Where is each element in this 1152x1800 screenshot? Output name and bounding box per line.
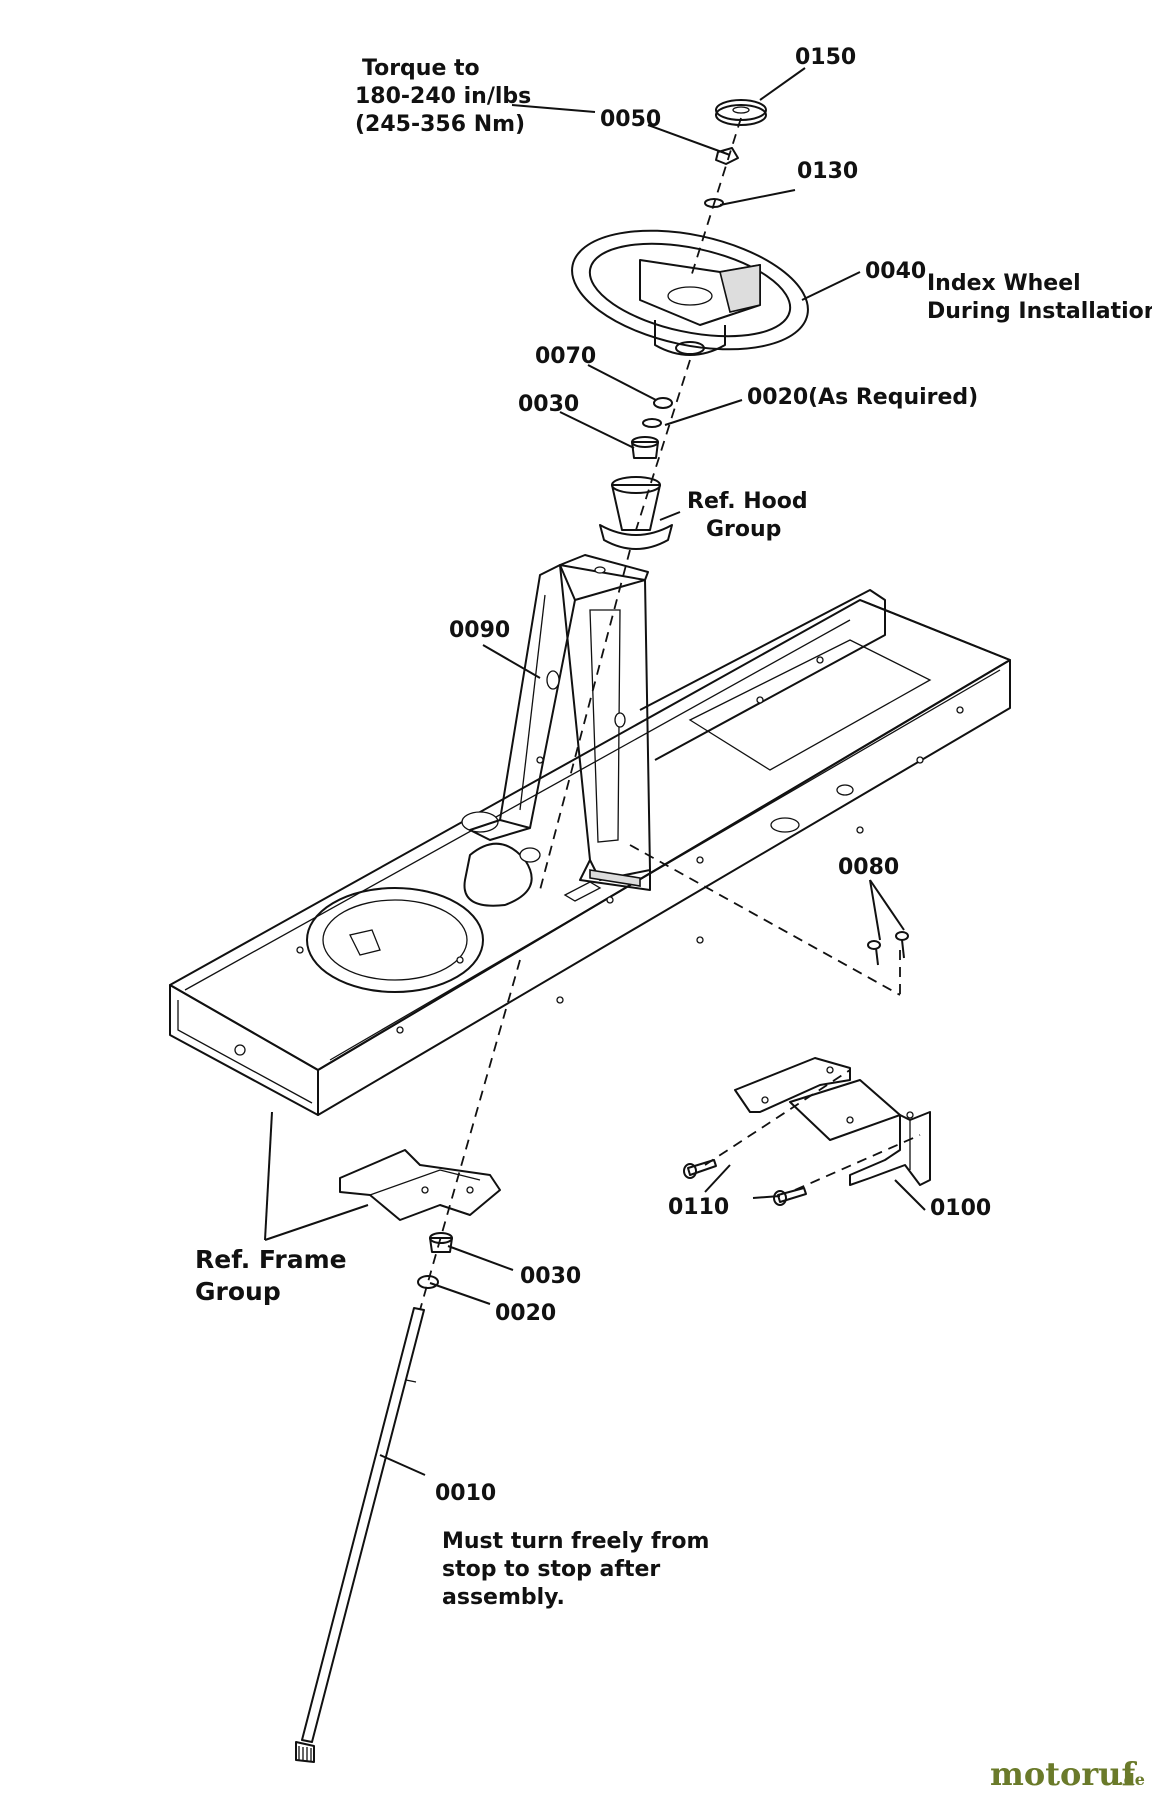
note-torque-line2: 180-240 in/lbs bbox=[355, 84, 531, 109]
label-0090: 0090 bbox=[449, 618, 510, 643]
label-0110: 0110 bbox=[668, 1195, 729, 1220]
note-turn-freely-line1: Must turn freely from bbox=[442, 1529, 709, 1554]
bracket-0100 bbox=[734, 1057, 931, 1186]
label-0020-note: (As Required) bbox=[808, 385, 978, 410]
label-0150: 0150 bbox=[795, 45, 856, 70]
note-ref-frame-line2: Group bbox=[195, 1277, 281, 1306]
steering-support-0090 bbox=[469, 554, 651, 891]
note-torque-line3: (245-356 Nm) bbox=[355, 112, 525, 137]
frame-chassis bbox=[169, 589, 1011, 1116]
note-ref-hood-line2: Group bbox=[706, 517, 781, 542]
label-0020-bottom: 0020 bbox=[495, 1301, 556, 1326]
note-index-wheel-line1: Index Wheel bbox=[927, 271, 1081, 296]
steering-wheel-0040 bbox=[571, 229, 809, 356]
note-ref-hood-line1: Ref. Hood bbox=[687, 489, 808, 514]
lower-bracket bbox=[339, 1149, 501, 1221]
note-torque-line1: Torque to bbox=[362, 56, 480, 81]
label-0030-top: 0030 bbox=[518, 392, 579, 417]
brand-suffix: .de bbox=[1118, 1770, 1145, 1789]
note-index-wheel-line2: During Installation bbox=[927, 299, 1152, 324]
note-ref-frame-line1: Ref. Frame bbox=[195, 1245, 347, 1274]
assembly-axis bbox=[419, 117, 921, 1311]
label-0130: 0130 bbox=[797, 159, 858, 184]
label-0030-bottom: 0030 bbox=[520, 1264, 581, 1289]
part-labels: 0150 0050 0130 0040 0070 0030 0020 (As R… bbox=[435, 45, 991, 1506]
label-0040: 0040 bbox=[865, 259, 926, 284]
label-0070: 0070 bbox=[535, 344, 596, 369]
notes: Torque to 180-240 in/lbs (245-356 Nm) In… bbox=[195, 56, 1152, 1610]
note-turn-freely-line2: stop to stop after bbox=[442, 1557, 660, 1582]
hood-boot bbox=[599, 476, 673, 550]
label-0010: 0010 bbox=[435, 1481, 496, 1506]
label-0080: 0080 bbox=[838, 855, 899, 880]
label-0100: 0100 bbox=[930, 1196, 991, 1221]
label-0050: 0050 bbox=[600, 107, 661, 132]
label-0020-top: 0020 bbox=[747, 385, 808, 410]
brand-logo: motoruf .de bbox=[990, 1755, 1145, 1793]
small-parts bbox=[417, 99, 909, 1289]
note-turn-freely-line3: assembly. bbox=[442, 1585, 565, 1610]
steering-shaft-0010 bbox=[295, 1307, 425, 1763]
leader-lines bbox=[264, 67, 926, 1476]
brand-name: motoruf bbox=[990, 1755, 1137, 1793]
